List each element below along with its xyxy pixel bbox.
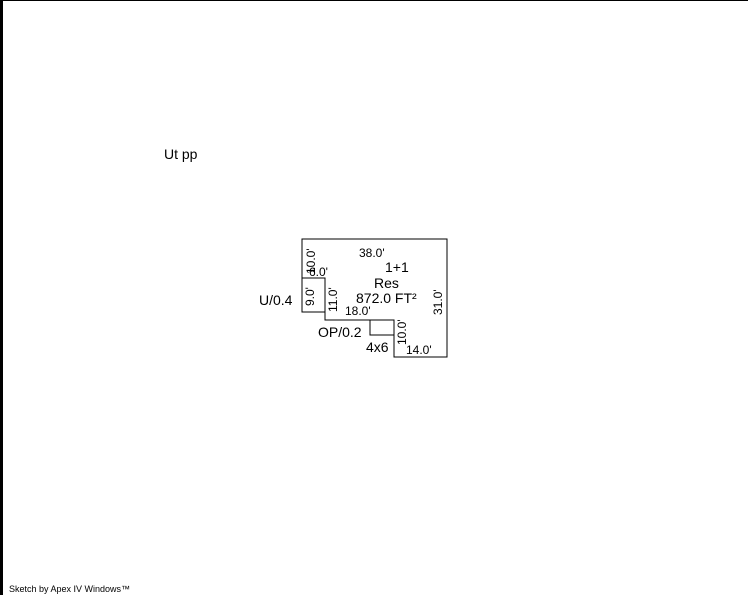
label-op-area: OP/0.2 (318, 324, 362, 340)
dim-inner-vertical: 11.0' (326, 287, 340, 312)
dim-lower-vertical: 10.0' (395, 319, 409, 345)
footer-credit: Sketch by Apex IV Windows™ (9, 584, 131, 594)
dim-top: 38.0' (359, 246, 385, 260)
dim-right: 31.0' (431, 289, 445, 315)
area-size: 872.0 FT² (356, 290, 417, 306)
dim-bottom-inner: 18.0' (345, 304, 371, 318)
dim-notch-top: 6.0' (309, 265, 328, 279)
frame-top-border (0, 0, 748, 1)
area-name-line1: 1+1 (385, 259, 409, 275)
area-name-line2: Res (374, 275, 399, 291)
op-area-outline (369, 319, 395, 336)
label-size-4x6: 4x6 (366, 339, 389, 355)
dim-u-height: 9.0' (303, 287, 317, 306)
u-area-outline (301, 277, 326, 313)
frame-left-border (0, 0, 3, 595)
dim-left-upper: 10.0' (304, 248, 318, 274)
label-ut-pp: Ut pp (164, 146, 198, 162)
label-u-area: U/0.4 (259, 292, 293, 308)
dim-bottom: 14.0' (406, 343, 432, 357)
